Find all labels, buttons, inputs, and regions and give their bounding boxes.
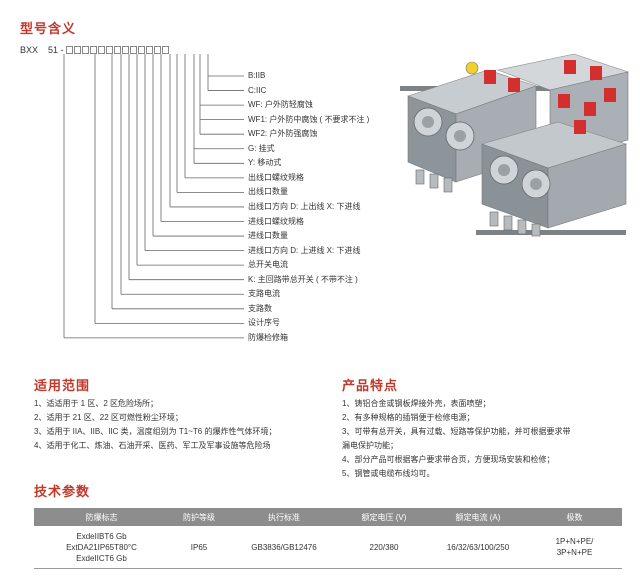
model-series: 51 - [48,45,64,55]
code-box [113,46,121,54]
cell-standard: GB3836/GB12476 [229,526,339,569]
code-box [73,46,81,54]
model-label: 进线口数量 [248,231,288,241]
model-label: C:IIC [248,85,267,95]
code-box [81,46,89,54]
scope-item: 4、适用于化工、炼油、石油开采、医药、军工及军事设施等危险场 [34,441,271,450]
switch-icon [564,60,576,74]
indicator-lamp-icon [465,61,479,75]
code-box [121,46,129,54]
feature-item: 5、钢管或电缆布线均可。 [342,469,435,478]
section-title-model: 型号含义 [20,21,77,36]
scope-item: 2、适用于 21 区、22 区可燃性粉尘环境； [34,413,183,422]
code-box [153,46,161,54]
spec-table: 防爆标志 防护等级 执行标准 额定电压 (V) 额定电流 (A) 极数 Exde… [34,508,622,569]
code-box [161,46,169,54]
code-box [137,46,145,54]
mount-rail [476,230,626,235]
enclosure-front [547,143,627,229]
model-label: 设计序号 [248,318,280,328]
code-box [97,46,105,54]
cable-gland-icon [443,177,453,193]
model-label: 出线口螺纹规格 [248,172,304,182]
model-label: WF: 户外防轻腐蚀 [248,100,313,110]
feature-item: 3、可带有总开关，具有过载、短路等保护功能，并可根据要求带 [342,427,571,436]
code-box [89,46,97,54]
feature-list: 1、铸铝合金或钢板焊接外壳，表面喷塑； 2、有多种规格的插销便于检修电源； 3、可带… [342,397,570,481]
header-poles: 极数 [527,508,622,526]
cable-gland-icon [489,211,499,227]
model-label: 支路电流 [248,289,280,299]
code-box [65,46,73,54]
table-row: ExdeIIBT6 Gb ExtDA21IP65T80°C ExdeIICT6 … [34,526,622,569]
model-label: WF2: 户外防强腐蚀 [248,129,318,139]
cell-voltage: 220/380 [339,526,429,569]
feature-item: 2、有多种规格的插销便于检修电源； [342,413,475,422]
cable-gland-icon [517,219,527,235]
cable-gland-icon [415,169,425,185]
code-box [105,46,113,54]
code-box [145,46,153,54]
cable-gland-icon [531,223,541,237]
cell-explosion-mark: ExdeIIBT6 Gb ExtDA21IP65T80°C ExdeIICT6 … [34,526,169,569]
cell-current: 16/32/63/100/250 [429,526,527,569]
model-code: BXX 51 - [20,45,170,55]
model-label: G: 挂式 [248,143,275,153]
model-label: B:IIB [248,71,266,80]
header-standard: 执行标准 [229,508,339,526]
feature-item: 1、铸铝合金或钢板焊接外壳，表面喷塑； [342,399,491,408]
model-label: 总开关电流 [248,260,288,270]
spec-table-header-row: 防爆标志 防护等级 执行标准 额定电压 (V) 额定电流 (A) 极数 [34,508,622,526]
switch-icon [584,102,596,116]
cell-poles: 1P+N+PE/ 3P+N+PE [527,526,622,569]
model-label: 防爆检修箱 [248,332,288,342]
product-image [400,53,630,237]
model-label: Y: 移动式 [248,158,282,168]
switch-icon [574,120,586,134]
model-label: 支路数 [248,303,272,313]
model-label: K: 主回路带总开关 ( 不带不注 ) [248,274,358,284]
switch-icon [508,78,520,92]
model-label: 进线口螺纹规格 [248,216,304,226]
switch-icon [590,66,602,80]
switch-icon [604,88,616,102]
cable-gland-icon [429,173,439,189]
section-title-params: 技术参数 [34,484,91,499]
switch-icon [484,70,496,84]
feature-item: 漏电保护功能； [342,441,398,450]
scope-list: 1、适适用于 1 区、2 区危险场所； 2、适用于 21 区、22 区可燃性粉尘环… [34,397,276,453]
model-label: 进线口方向 D: 上进线 X: 下进线 [248,245,361,255]
model-code-boxes [65,46,170,54]
header-voltage: 额定电压 (V) [339,508,429,526]
header-protection: 防护等级 [169,508,229,526]
model-label: WF1: 户外防中腐蚀 ( 不要求不注 ) [248,114,370,124]
model-label: 出线口数量 [248,187,288,197]
model-prefix: BXX [20,45,39,55]
header-explosion-mark: 防爆标志 [34,508,169,526]
feature-item: 4、部分产品可根据客户要求带合页，方便现场安装和检修； [342,455,555,464]
header-current: 额定电流 (A) [429,508,527,526]
section-title-scope: 适用范围 [34,378,91,393]
code-box [129,46,137,54]
cell-protection: IP65 [169,526,229,569]
model-label: 出线口方向 D: 上出线 X: 下进线 [248,201,361,211]
section-title-features: 产品特点 [342,378,399,393]
scope-item: 3、适用于 IIA、IIB、IIC 类，温度组别为 T1~T6 的爆炸性气体环境… [34,427,277,436]
cable-gland-icon [503,215,513,231]
switch-icon [558,94,570,108]
scope-item: 1、适适用于 1 区、2 区危险场所； [34,399,159,408]
